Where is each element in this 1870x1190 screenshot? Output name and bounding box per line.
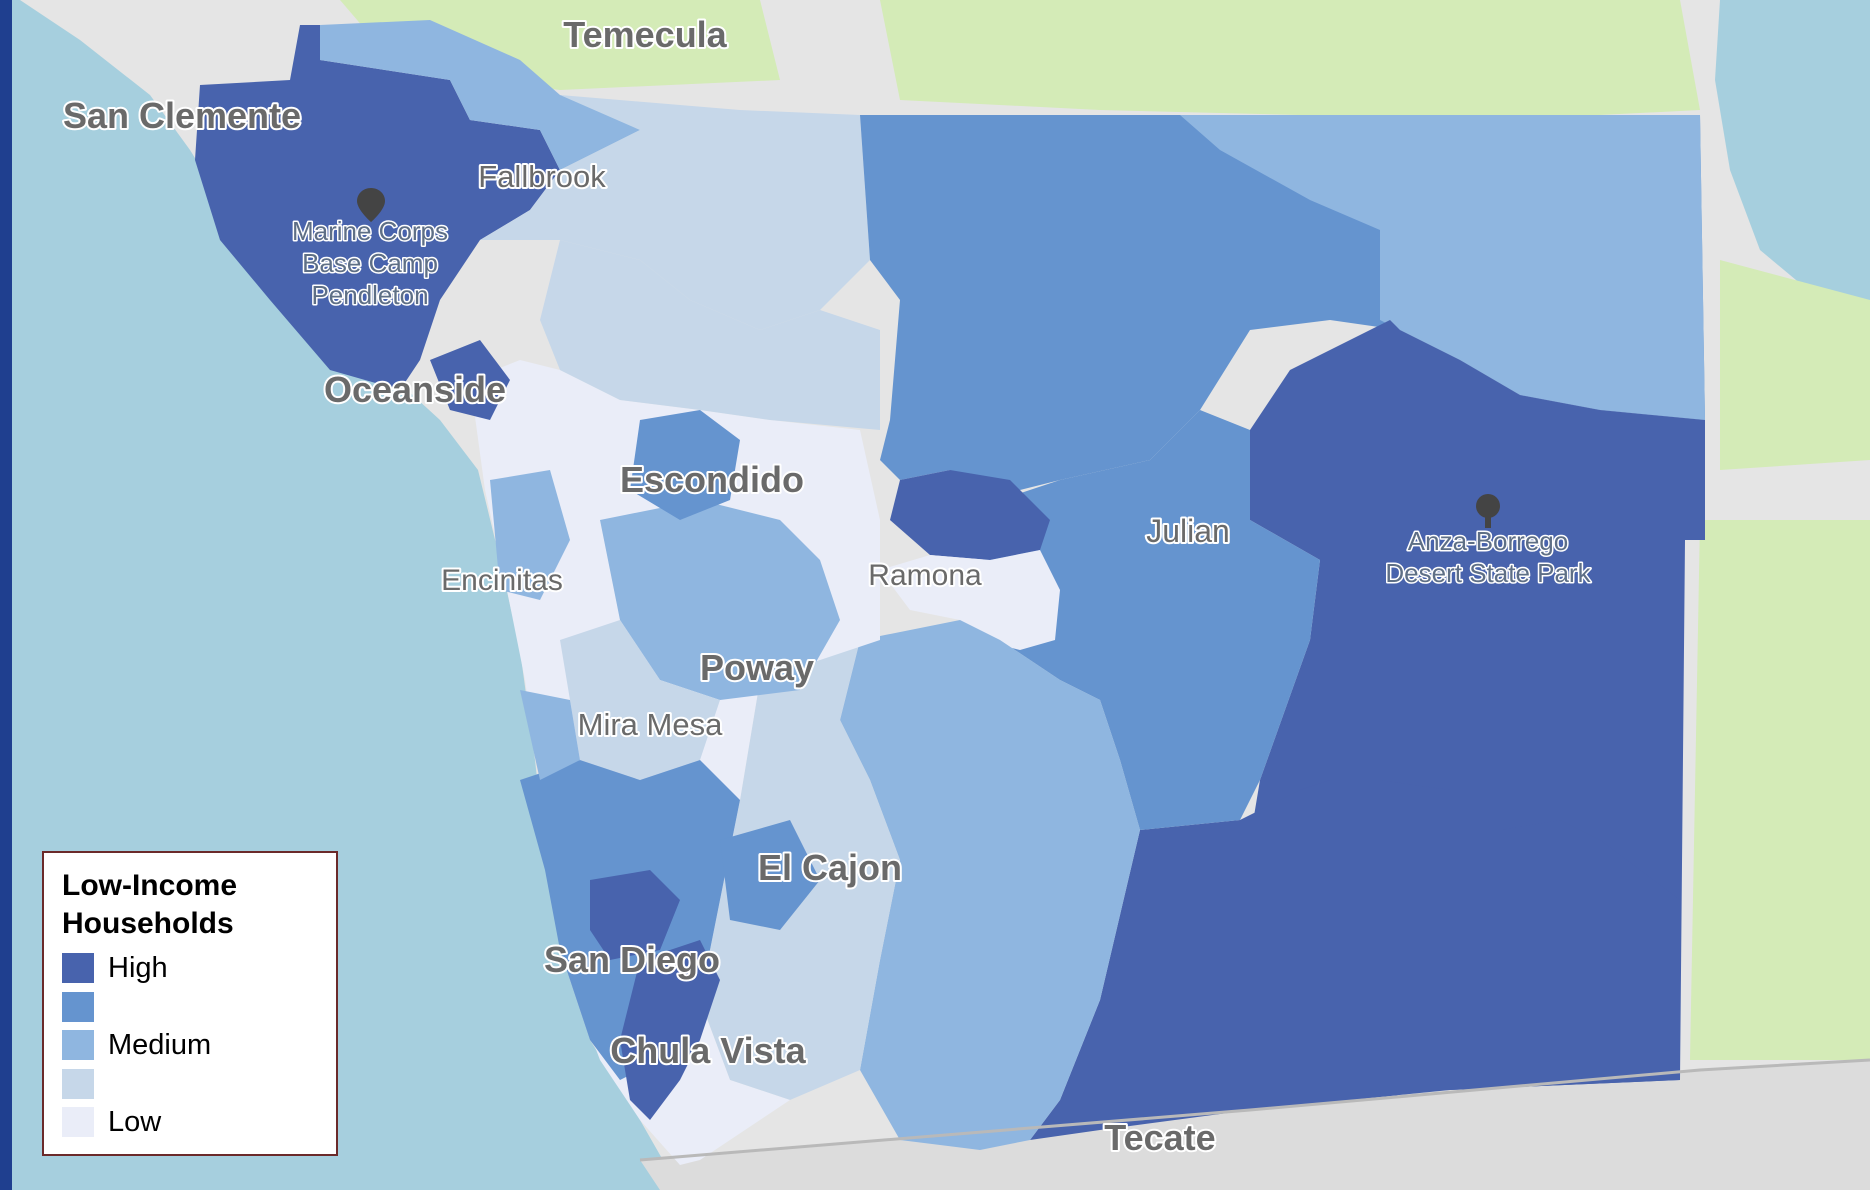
label-oceanside: Oceanside [324,369,506,410]
tree-icon [1476,494,1500,528]
legend-item-medium-low [62,1065,318,1104]
label-san-diego: San Diego [544,939,720,980]
region-north-pale[interactable] [480,95,870,330]
label-temecula: Temecula [563,14,727,55]
label-chula-vista: Chula Vista [610,1030,806,1071]
poi-label-line: Desert State Park [1385,558,1591,588]
map-pin-icon [357,188,385,222]
label-poway: Poway [700,647,814,688]
international-border [639,1058,1870,1162]
legend-item-medium: Medium [62,1026,318,1065]
region-south-central[interactable] [840,620,1140,1150]
park-area [1720,260,1870,470]
legend-swatch [62,953,94,984]
region-chula-vista[interactable] [620,940,720,1120]
poi-label-line: Pendleton [311,280,428,310]
label-julian: Julian [1146,513,1230,549]
map-legend: Low-Income Households High Medium Low [42,851,338,1156]
legend-title-line: Households [62,907,234,940]
label-encinitas: Encinitas [441,564,563,597]
poi-label-line: Marine Corps [292,216,448,246]
label-ramona: Ramona [868,559,982,592]
label-el-cajon: El Cajon [758,847,902,888]
label-tecate: Tecate [1104,1117,1215,1158]
legend-label: Low [108,1105,162,1138]
region-mira-mesa[interactable] [560,620,720,780]
region-ramona-high[interactable] [890,470,1050,560]
lake [1715,0,1870,340]
region-poway[interactable] [600,500,840,700]
legend-label: Medium [108,1028,212,1061]
label-fallbrook: Fallbrook [478,159,606,194]
label-san-clemente: San Clemente [63,95,301,136]
park-area [1690,520,1870,1060]
region-southeast[interactable] [1030,780,1680,1140]
region-la-jolla[interactable] [520,690,580,780]
region-central-east[interactable] [980,410,1320,830]
legend-title-line: Low-Income [62,869,238,902]
park-area [880,0,1700,120]
legend-swatch [62,1107,94,1138]
poi-label-line: Base Camp [302,248,438,278]
region-northeast-light[interactable] [1180,115,1705,420]
region-downtown[interactable] [590,870,680,960]
poi-label-line: Anza-Borrego [1408,526,1568,556]
legend-swatch [62,1030,94,1061]
poi-anza-borrego[interactable]: Anza-Borrego Desert State Park [1384,494,1593,590]
legend-swatch [62,1068,94,1099]
label-escondido: Escondido [620,459,804,500]
legend-label: High [108,951,168,984]
legend-swatch [62,991,94,1022]
region-coastal-high[interactable] [430,340,510,420]
poi-pendleton[interactable]: Marine Corps Base Camp Pendleton [290,188,450,312]
region-encinitas[interactable] [490,470,570,600]
region-north-light[interactable] [320,20,640,170]
region-escondido-core[interactable] [630,410,740,520]
legend-item-medium-high [62,988,318,1027]
legend-item-high: High [62,949,318,988]
legend-title: Low-Income Households [62,867,318,943]
place-labels: Temecula San Clemente Fallbrook Oceansid… [61,12,1232,1160]
mexico-land [640,1060,1870,1190]
legend-item-low: Low [62,1103,318,1142]
label-mira-mesa: Mira Mesa [578,707,723,742]
region-ramona[interactable] [880,550,1060,650]
region-escondido[interactable] [540,240,880,430]
region-spring-valley[interactable] [720,820,820,930]
